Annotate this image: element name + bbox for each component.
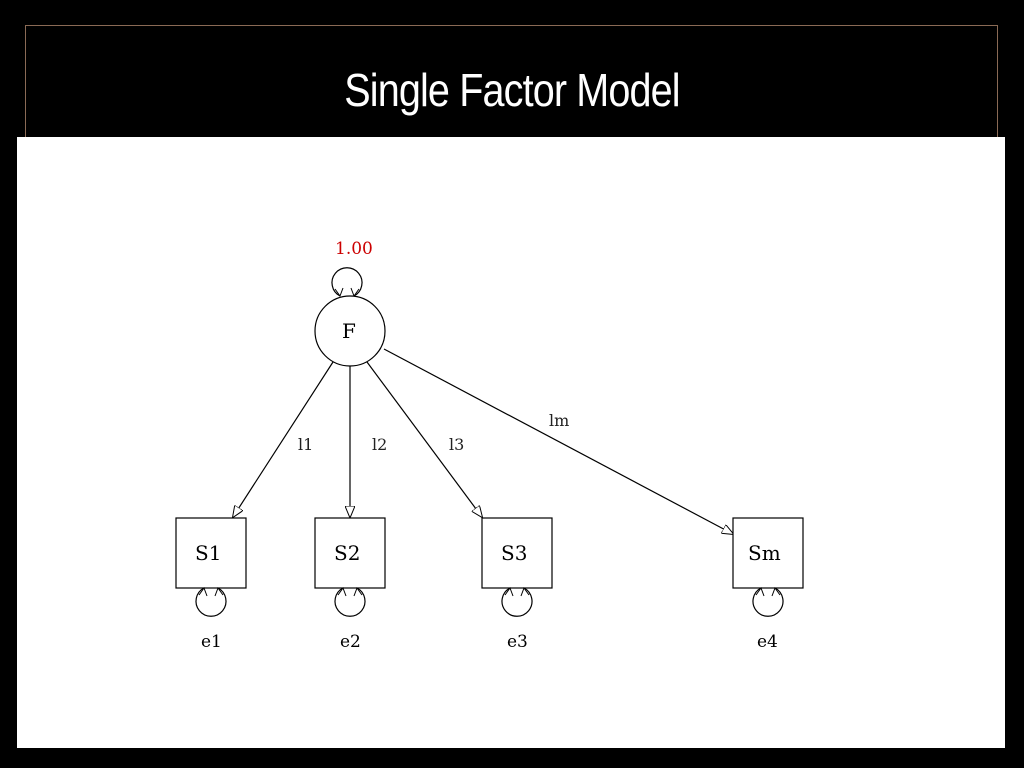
indicator-label-s2: S2 [334, 541, 360, 565]
error-arrowhead-sm-left [755, 586, 765, 597]
error-loop-s3 [501, 587, 533, 617]
error-arrowhead-s2-right [353, 586, 363, 597]
factor-variance-label: 1.00 [335, 239, 373, 259]
indicator-box-sm[interactable] [732, 517, 804, 589]
diagram-canvas: 1.00 F l1 l2 l3 lm S1 e1 S2 e2 S3 e [17, 137, 1005, 748]
loading-path-s3 [366, 361, 482, 517]
error-arrowhead-s2-left [337, 586, 347, 597]
error-arrowhead-s3-right [520, 586, 530, 597]
factor-variance-arrowhead-right [350, 287, 360, 298]
error-label-s3: e3 [507, 632, 528, 652]
factor-variance-arrowhead-left [334, 287, 344, 298]
loading-label-s2: l2 [372, 435, 387, 454]
error-label-s1: e1 [201, 632, 222, 652]
error-loop-s1 [195, 587, 227, 617]
indicator-label-s1: S1 [195, 541, 221, 565]
loading-label-s3: l3 [449, 435, 464, 454]
error-label-s2: e2 [340, 632, 361, 652]
loading-label-sm: lm [549, 411, 569, 430]
loading-label-s1: l1 [298, 435, 313, 454]
loading-path-s1 [233, 361, 334, 517]
indicator-box-s3[interactable] [481, 517, 553, 589]
indicator-label-s3: S3 [501, 541, 527, 565]
error-arrowhead-s3-left [504, 586, 514, 597]
indicator-box-s1[interactable] [175, 517, 247, 589]
error-arrowhead-sm-right [771, 586, 781, 597]
error-arrowhead-s1-left [198, 586, 208, 597]
error-arrowhead-s1-right [214, 586, 224, 597]
error-label-sm: e4 [757, 632, 778, 652]
error-loop-s2 [334, 587, 366, 617]
path-diagram: 1.00 F l1 l2 l3 lm S1 e1 S2 e2 S3 e [175, 239, 804, 652]
indicator-label-sm: Sm [748, 541, 781, 565]
factor-variance-loop [331, 267, 363, 297]
slide-title: Single Factor Model [344, 64, 680, 116]
indicator-box-s2[interactable] [314, 517, 386, 589]
loading-path-sm [383, 348, 733, 534]
factor-label: F [342, 319, 356, 343]
error-loop-sm [752, 587, 784, 617]
